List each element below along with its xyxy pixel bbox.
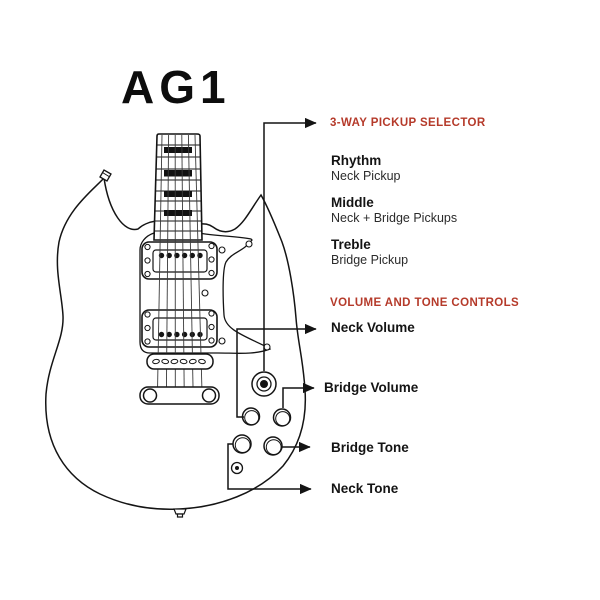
- controls-section-header: VOLUME AND TONE CONTROLS: [330, 297, 520, 309]
- selector-position-middle-desc: Neck + Bridge Pickups: [331, 211, 458, 225]
- neck-volume-knob: [241, 407, 261, 426]
- selector-position-treble-desc: Bridge Pickup: [331, 253, 409, 267]
- label-neck-tone: Neck Tone: [331, 481, 399, 496]
- leader-bridge-volume: [282, 382, 315, 408]
- bridge-tone-knob: [263, 436, 283, 456]
- neck-tone-knob: [232, 434, 252, 454]
- tailpiece: [139, 386, 220, 405]
- page-title: AG1: [121, 61, 231, 113]
- leader-neck-volume: [236, 323, 317, 418]
- label-neck-volume: Neck Volume: [331, 320, 415, 335]
- pickup-selector-switch: [251, 371, 277, 397]
- selector-position-middle: Middle: [331, 195, 374, 210]
- output-jack: [230, 461, 244, 475]
- fretboard-block-inlays: [164, 147, 192, 216]
- strap-button-bottom: [173, 508, 187, 518]
- neck-pickup: [141, 241, 218, 280]
- strap-button-top: [99, 169, 112, 182]
- selector-section-header: 3-WAY PICKUP SELECTOR: [330, 117, 486, 129]
- label-bridge-volume: Bridge Volume: [324, 380, 419, 395]
- leader-neck-tone: [227, 443, 312, 495]
- bridge-volume-knob: [272, 408, 292, 427]
- strings: [157, 134, 203, 393]
- leader-selector: [263, 117, 317, 371]
- selector-position-treble: Treble: [331, 237, 371, 252]
- bridge: [146, 353, 214, 370]
- selector-position-rhythm-desc: Neck Pickup: [331, 169, 401, 183]
- selector-position-rhythm: Rhythm: [331, 153, 382, 168]
- bridge-pickup: [141, 309, 218, 348]
- label-bridge-tone: Bridge Tone: [331, 440, 409, 455]
- leader-lines: [227, 117, 317, 495]
